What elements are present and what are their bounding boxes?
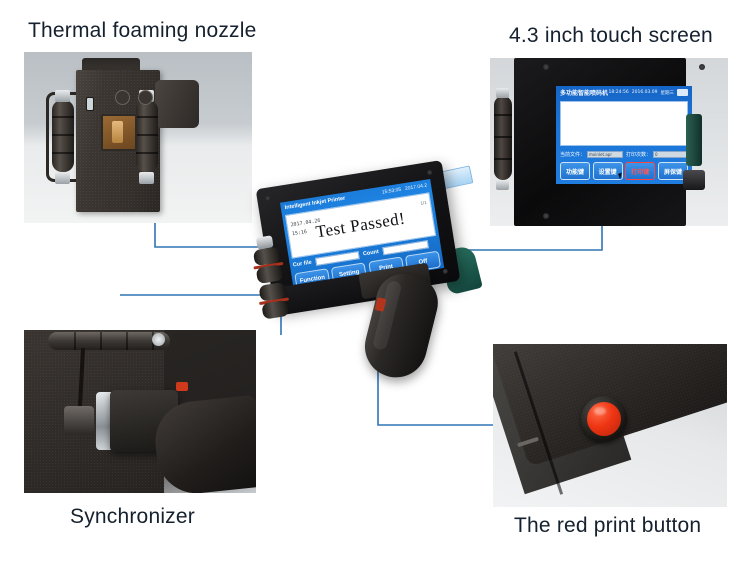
screw (442, 268, 449, 275)
screensaver-key-button[interactable]: 屏保键 (657, 162, 688, 180)
photo-red-print-button (493, 344, 727, 507)
setting-key-button[interactable]: 设置键 (592, 162, 623, 180)
callout-label-red-print-button: The red print button (514, 514, 702, 537)
roller-left (494, 96, 512, 180)
print-count-label: 打印次数： (626, 151, 652, 158)
device-bezel: 多功能智能喷码机 18:24:56 2016.03.09 星期三 当前文件： m… (514, 58, 705, 226)
screen-clock-time: 18:24:56 (608, 90, 629, 95)
photo-synchronizer (24, 330, 256, 493)
screen-button-row: 功能键 设置键 打印键 屏保键 (560, 162, 688, 180)
hero-clock-time: 15:53:05 (381, 186, 402, 196)
message-preview-canvas[interactable] (560, 101, 688, 146)
hero-test-message: Test Passed! (314, 208, 407, 242)
roller-left (52, 100, 74, 172)
bolt (152, 333, 165, 346)
roller-right (136, 100, 158, 172)
screw (264, 195, 271, 202)
touch-screen-display[interactable]: 多功能智能喷码机 18:24:56 2016.03.09 星期三 当前文件： m… (556, 86, 692, 184)
hero-cur-file-label: Cur file (292, 259, 313, 269)
photo-touch-screen: 多功能智能喷码机 18:24:56 2016.03.09 星期三 当前文件： m… (490, 58, 728, 226)
status-led (86, 97, 94, 111)
side-connector-port (683, 170, 705, 190)
battery-icon (677, 89, 688, 96)
ink-cartridge-window (101, 114, 137, 151)
screen-app-title: 多功能智能喷码机 (560, 90, 609, 97)
hero-page-indicator: 1/1 (420, 199, 428, 206)
bolt (139, 172, 154, 184)
function-key-button[interactable]: 功能键 (560, 162, 590, 180)
current-file-input[interactable]: mxinlet.apr (587, 150, 624, 158)
red-print-button-small (176, 382, 188, 391)
callout-label-touch-screen: 4.3 inch touch screen (509, 24, 713, 47)
adjust-dial (138, 90, 153, 105)
screw (426, 169, 433, 176)
encoder-hub (64, 406, 94, 434)
current-file-field[interactable]: 当前文件： mxinlet.apr (560, 150, 624, 158)
handheld-inkjet-printer: Intelligent Inkjet Printer 15:53:05 2017… (252, 160, 490, 384)
screw (699, 64, 705, 70)
screen-clock-date: 2016.03.09 (631, 90, 658, 95)
hero-count-label: Count (362, 248, 380, 258)
hero-clock-date: 2017.04.2 (404, 182, 428, 193)
screw (543, 64, 549, 70)
adjust-dial (115, 90, 130, 105)
bolt (496, 180, 509, 190)
bolt (496, 88, 509, 98)
print-button-bezel (581, 396, 627, 442)
screen-title-bar: 多功能智能喷码机 18:24:56 2016.03.09 星期三 (556, 86, 692, 99)
nozzle-side-cap (155, 80, 199, 128)
print-count-field[interactable]: 打印次数： 0 (626, 150, 688, 158)
teal-guide-fin (686, 114, 702, 166)
screw (543, 213, 549, 219)
red-print-button[interactable] (587, 402, 621, 436)
screen-weekday: 星期三 (660, 90, 675, 96)
screen-field-row: 当前文件： mxinlet.apr 打印次数： 0 (560, 149, 688, 159)
print-count-input[interactable]: 0 (653, 150, 688, 158)
callout-label-thermal-foaming-nozzle: Thermal foaming nozzle (28, 19, 257, 42)
current-file-label: 当前文件： (560, 151, 586, 158)
screen-status-cluster: 18:24:56 2016.03.09 星期三 (609, 89, 688, 96)
bolt (55, 172, 70, 184)
photo-thermal-foaming-nozzle (24, 52, 252, 223)
bolt (55, 90, 70, 102)
callout-label-synchronizer: Synchronizer (70, 505, 195, 528)
print-key-button[interactable]: 打印键 (625, 162, 656, 180)
